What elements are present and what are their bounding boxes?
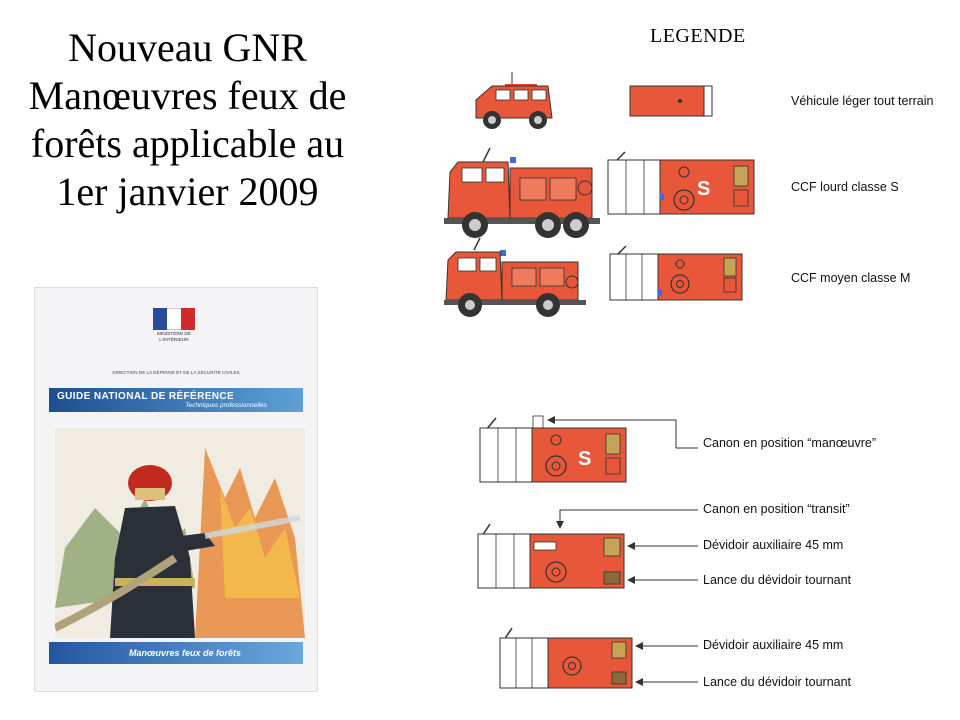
arrow-canon-manoeuvre [547,416,677,448]
firefighter-illustration [55,428,305,638]
truck-canon-manoeuvre-icon: S [479,415,627,483]
cover-title-band: GUIDE NATIONAL DE RÉFÉRENCE Techniques p… [49,388,303,412]
annotation-lance-1: Lance du dévidoir tournant [703,573,852,587]
ccf-s-marking: S [697,178,710,200]
ccf-lourd-top-icon: S [607,151,755,215]
truck-s-marking: S [578,448,591,470]
vltt-top-icon [629,85,713,117]
annotation-lance-2: Lance du dévidoir tournant [703,675,852,689]
cover-bottom-band: Manœuvres feux de forêts [49,642,303,664]
legend-label-vltt: Véhicule léger tout terrain [791,94,934,108]
cover-direction: DIRECTION DE LA DÉFENSE ET DE LA SÉCURIT… [112,370,240,375]
ccf-moyen-side-icon [444,237,586,317]
legend-label-ccf-lourd: CCF lourd classe S [791,180,899,194]
ccf-lourd-side-icon [444,147,600,238]
cover-ministry: MINISTÈRE DE L'INTÉRIEUR [156,332,192,343]
cover-guide-title: GUIDE NATIONAL DE RÉFÉRENCE [57,391,235,402]
arrow-canon-transit [556,509,698,529]
truck-canon-transit-icon [477,523,625,589]
annotation-canon-transit: Canon en position “transit” [703,502,850,516]
guide-cover-image: MINISTÈRE DE L'INTÉRIEUR DIRECTION DE LA… [34,287,318,692]
cover-bottom-title: Manœuvres feux de forêts [129,648,242,658]
truck-devidoir-icon [499,627,633,689]
annotation-canon-manoeuvre: Canon en position “manœuvre” [703,436,876,450]
annotation-devidoir-1: Dévidoir auxiliaire 45 mm [703,538,844,552]
legend-label-ccf-moyen: CCF moyen classe M [791,271,911,285]
legend-title: LEGENDE [650,25,746,47]
cover-guide-subtitle: Techniques professionnelles [185,402,267,409]
republic-logo [153,308,195,330]
slide-title: Nouveau GNR Manœuvres feux de forêts app… [28,25,347,214]
annotation-devidoir-2: Dévidoir auxiliaire 45 mm [703,638,844,652]
vltt-side-icon [475,72,553,129]
ccf-moyen-top-icon [609,245,743,301]
